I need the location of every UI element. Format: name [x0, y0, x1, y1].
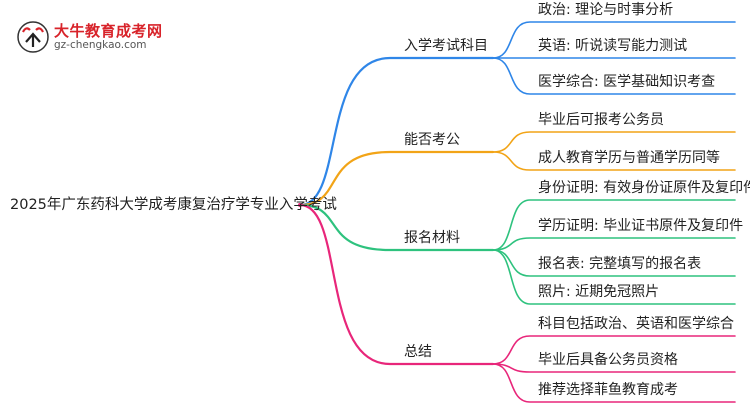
root-topic: 2025年广东药科大学成考康复治疗学专业入学考试 — [10, 197, 337, 213]
leaf-connector-2-1 — [492, 237, 736, 251]
root-node-dot — [298, 203, 302, 207]
branch-connector-1 — [298, 150, 495, 207]
leaf-connector-1-1 — [492, 151, 736, 171]
leaf-connector-1-0 — [492, 131, 736, 153]
site-logo: 大牛教育成考网 gz-chengkao.com — [16, 20, 166, 56]
leaf-label-2-2: 报名表: 完整填写的报名表 — [538, 256, 702, 272]
leaf-connector-2-3 — [492, 249, 736, 305]
branch-label-1: 能否考公 — [404, 132, 460, 148]
leaf-label-2-1: 学历证明: 毕业证书原件及复印件 — [538, 218, 744, 234]
leaf-label-0-1: 英语: 听说读写能力测试 — [538, 38, 688, 54]
logo-url: gz-chengkao.com — [54, 39, 147, 51]
branch-label-3: 总结 — [404, 344, 432, 360]
leaf-label-1-0: 毕业后可报考公务员 — [538, 112, 664, 128]
leaf-connector-2-0 — [492, 199, 736, 251]
leaf-connector-0-2 — [492, 57, 736, 95]
leaf-label-3-1: 毕业后具备公务员资格 — [538, 352, 678, 368]
leaf-label-0-0: 政治: 理论与时事分析 — [538, 2, 674, 18]
branch-connector-0 — [298, 56, 495, 207]
leaf-label-1-1: 成人教育学历与普通学历同等 — [538, 150, 720, 166]
leaf-label-2-3: 照片: 近期免冠照片 — [538, 284, 660, 300]
branch-connector-2 — [298, 203, 495, 252]
logo-name: 大牛教育成考网 — [54, 22, 163, 40]
leaf-label-0-2: 医学综合: 医学基础知识考查 — [538, 74, 716, 90]
branch-label-2: 报名材料 — [404, 230, 460, 246]
leaf-label-3-2: 推荐选择菲鱼教育成考 — [538, 382, 678, 398]
branch-label-0: 入学考试科目 — [404, 38, 488, 54]
bull-logo-icon — [17, 21, 49, 53]
leaf-connector-3-2 — [492, 363, 736, 403]
leaf-connector-0-0 — [492, 21, 736, 59]
leaf-label-3-0: 科目包括政治、英语和医学综合 — [538, 316, 734, 332]
leaf-connector-2-2 — [492, 249, 736, 277]
branch-connector-3 — [298, 203, 495, 366]
leaf-label-2-0: 身份证明: 有效身份证原件及复印件 — [538, 180, 750, 196]
leaf-connector-3-0 — [492, 335, 736, 365]
